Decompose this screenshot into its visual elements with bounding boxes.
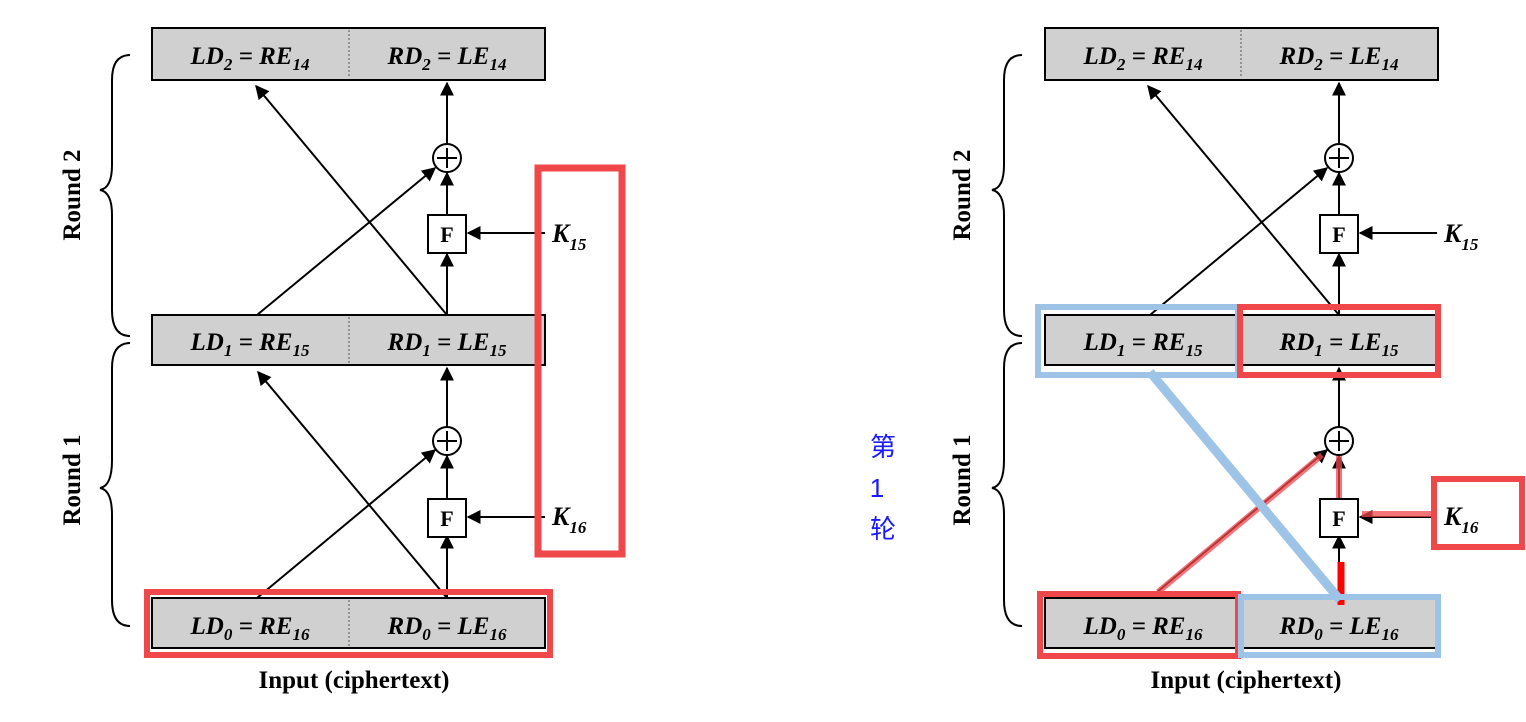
input-caption-right: Input (ciphertext)	[1151, 667, 1342, 694]
side-note-char-2: 1	[870, 473, 884, 503]
key-k16: K16	[551, 502, 587, 537]
register-mid: LD1 = RE15 RD1 = LE15	[151, 314, 546, 366]
ld2-label-right: LD2 = RE14	[1083, 43, 1203, 74]
round2-label-right: Round 2	[949, 149, 976, 240]
register-top-right: LD2 = RE14 RD2 = LE14	[1044, 27, 1439, 81]
rd2-label-right: RD2 = LE14	[1279, 43, 1399, 74]
round1-label: Round 1	[59, 434, 86, 525]
k16-red-highlight	[1431, 476, 1525, 550]
r2-cross-left-to-xor	[256, 167, 437, 316]
f-box-round2-right: F	[1319, 214, 1359, 254]
blue-path-rd0-to-ld1	[1146, 369, 1344, 603]
round2-brace-right	[991, 54, 1023, 337]
red-path-ld0-to-xor	[1156, 452, 1324, 595]
ld1-label: LD1 = RE15	[190, 329, 310, 360]
xor-round2	[432, 143, 462, 173]
ld1-label-right: LD1 = RE15	[1083, 329, 1203, 360]
f-box-round2: F	[427, 214, 467, 254]
rd0-blue-highlight	[1238, 594, 1441, 658]
rd1-label: RD1 = LE15	[387, 329, 507, 360]
svg-text:F: F	[440, 506, 453, 531]
input-register-highlight	[144, 589, 553, 658]
key-k15: K15	[551, 219, 587, 254]
keys-highlight	[534, 164, 626, 558]
rd2-label: RD2 = LE14	[387, 43, 507, 74]
left-diagram: Round 2 Round 1 LD2 = RE14 RD2 = LE14 LD…	[59, 27, 626, 694]
svg-text:F: F	[1332, 506, 1345, 531]
right-diagram: 第 1 轮 Round 2 Round 1 LD2 = RE14 RD2 = L…	[870, 27, 1525, 694]
side-note-char-3: 轮	[870, 514, 896, 544]
r2-cross-left-to-xor-right	[1149, 167, 1329, 316]
input-caption: Input (ciphertext)	[259, 667, 450, 694]
f-box-round1-right: F	[1319, 498, 1359, 538]
register-bottom: LD0 = RE16 RD0 = LE16	[151, 597, 546, 649]
key-k16-right: K16	[1443, 502, 1479, 537]
round1-brace-right	[991, 342, 1023, 627]
svg-text:F: F	[440, 222, 453, 247]
r2-cross-right-to-top	[255, 84, 448, 316]
round2-label: Round 2	[59, 149, 86, 240]
round2-brace	[99, 54, 131, 337]
round1-label-right: Round 1	[949, 434, 976, 525]
rd0-label-right: RD0 = LE16	[1279, 613, 1399, 644]
r1-cross-right-to-top	[257, 370, 448, 599]
round1-brace	[99, 342, 131, 627]
key-k15-right: K15	[1443, 219, 1479, 254]
side-note-char-1: 第	[870, 432, 896, 462]
register-top: LD2 = RE14 RD2 = LE14	[151, 27, 546, 81]
xor-round1-right	[1324, 426, 1354, 456]
svg-text:F: F	[1332, 222, 1345, 247]
rd0-label: RD0 = LE16	[387, 613, 507, 644]
rd1-label-right: RD1 = LE15	[1279, 329, 1399, 360]
rd1-red-highlight	[1237, 304, 1441, 378]
xor-round2-right	[1324, 143, 1354, 173]
r2-cross-right-to-top-right	[1147, 84, 1340, 316]
r1-cross-left-to-xor	[256, 449, 437, 599]
ld2-label: LD2 = RE14	[190, 43, 310, 74]
ld0-label-right: LD0 = RE16	[1083, 613, 1203, 644]
xor-round1	[432, 426, 462, 456]
f-box-round1: F	[427, 498, 467, 538]
ld0-label: LD0 = RE16	[190, 613, 310, 644]
